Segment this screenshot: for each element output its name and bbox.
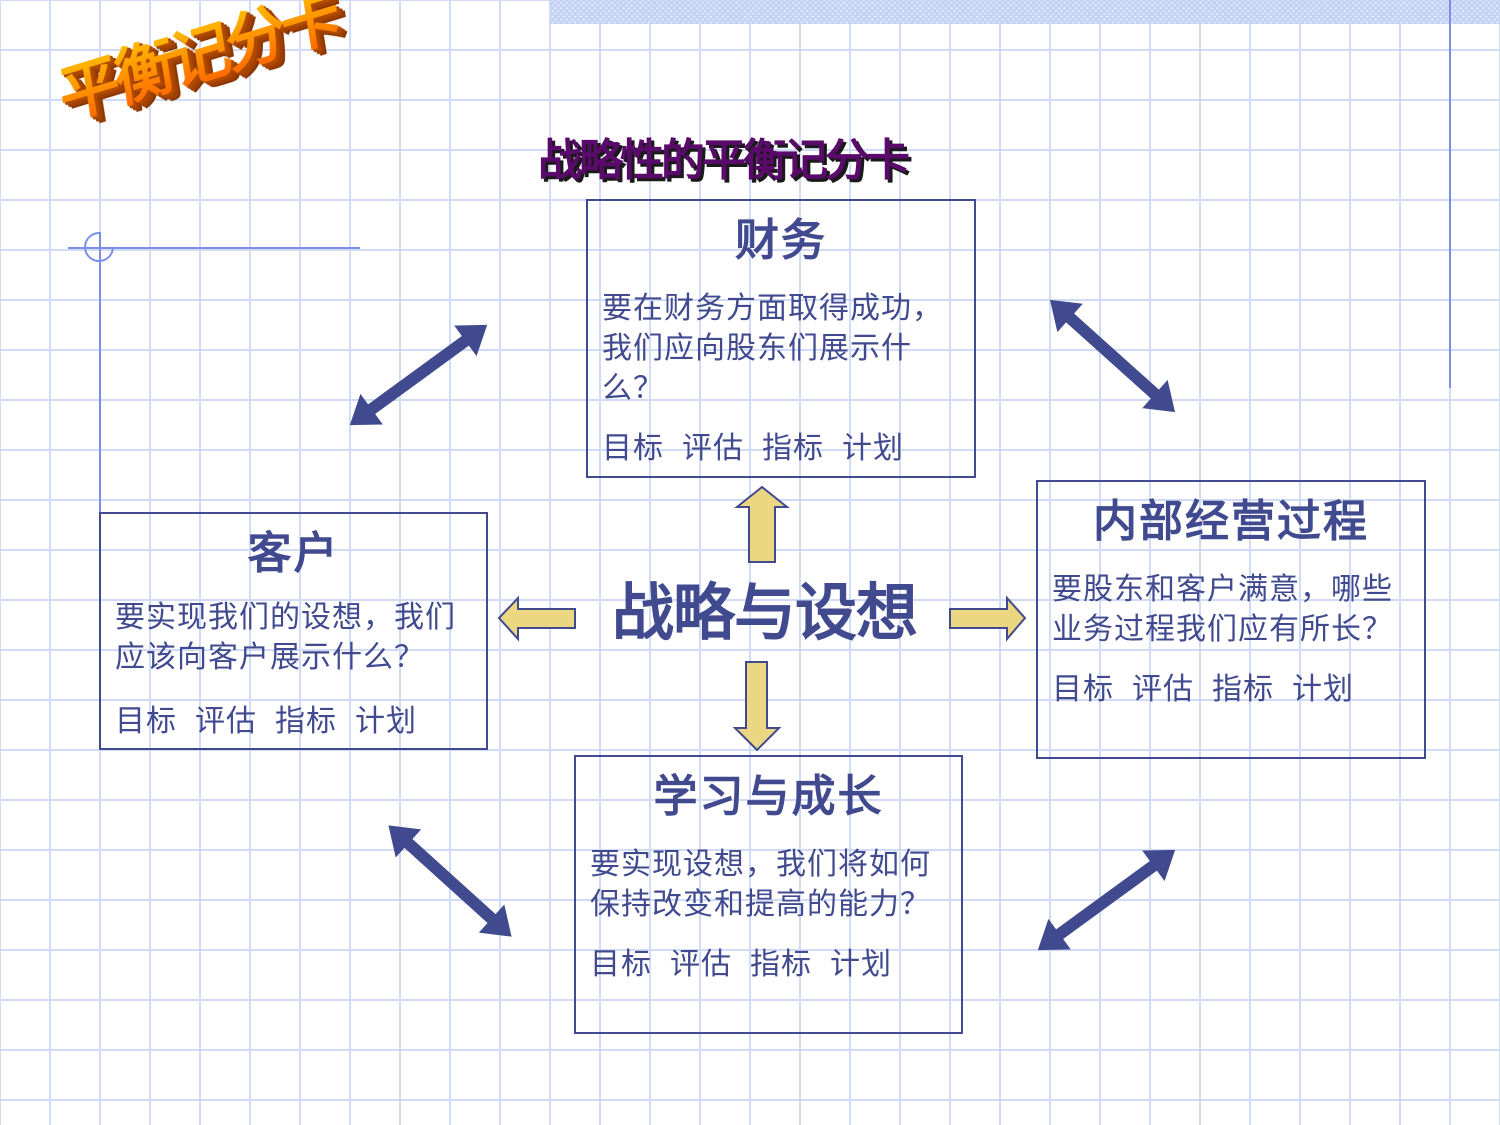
decorative-left-rule-horizontal bbox=[68, 247, 360, 249]
internal-process-question: 要股东和客户满意，哪些业务过程我们应有所长？ bbox=[1052, 572, 1393, 647]
customer-question: 要实现我们的设想，我们应该向客户展示什么？ bbox=[115, 600, 456, 675]
internal-process-metrics: 目标评估指标计划 bbox=[1038, 664, 1424, 708]
customer-metrics: 目标评估指标计划 bbox=[101, 696, 486, 740]
arrow-left-icon bbox=[497, 595, 576, 642]
metric-goal: 目标 bbox=[602, 431, 664, 466]
metric-indicator: 指标 bbox=[275, 704, 337, 739]
metric-plan: 计划 bbox=[830, 947, 892, 982]
metric-plan: 计划 bbox=[842, 431, 904, 466]
metric-goal: 目标 bbox=[115, 704, 177, 739]
customer-title: 客户 bbox=[247, 528, 340, 579]
learning-growth-metrics: 目标评估指标计划 bbox=[576, 939, 961, 983]
double-arrow-finance-internal-icon bbox=[1049, 299, 1176, 413]
decorative-top-band bbox=[550, 0, 1500, 24]
metric-goal: 目标 bbox=[1052, 672, 1114, 707]
metric-plan: 计划 bbox=[355, 704, 417, 739]
metric-indicator: 指标 bbox=[1212, 672, 1274, 707]
finance-question: 要在财务方面取得成功，我们应向股东们展示什么？ bbox=[602, 291, 943, 406]
metric-evaluation: 评估 bbox=[670, 947, 732, 982]
customer-perspective-box: 客户 要实现我们的设想，我们应该向客户展示什么？ 目标评估指标计划 bbox=[99, 512, 488, 750]
decorative-left-rule-vertical bbox=[99, 232, 101, 512]
page-title: 战略性的平衡记分卡 bbox=[538, 135, 910, 186]
finance-metrics: 目标评估指标计划 bbox=[588, 423, 974, 467]
metric-indicator: 指标 bbox=[762, 431, 824, 466]
metric-evaluation: 评估 bbox=[682, 431, 744, 466]
metric-evaluation: 评估 bbox=[1132, 672, 1194, 707]
learning-growth-question: 要实现设想，我们将如何保持改变和提高的能力？ bbox=[590, 847, 931, 922]
internal-process-perspective-box: 内部经营过程 要股东和客户满意，哪些业务过程我们应有所长？ 目标评估指标计划 bbox=[1036, 480, 1426, 759]
finance-perspective-box: 财务 要在财务方面取得成功，我们应向股东们展示什么？ 目标评估指标计划 bbox=[586, 199, 976, 478]
double-arrow-internal-learning-icon bbox=[1037, 849, 1176, 951]
arrow-up-icon bbox=[734, 485, 790, 563]
learning-growth-perspective-box: 学习与成长 要实现设想，我们将如何保持改变和提高的能力？ 目标评估指标计划 bbox=[574, 755, 963, 1034]
metric-goal: 目标 bbox=[590, 947, 652, 982]
strategy-vision-label: 战略与设想 bbox=[612, 576, 918, 649]
metric-evaluation: 评估 bbox=[195, 704, 257, 739]
double-arrow-customer-learning-icon bbox=[388, 825, 512, 937]
learning-growth-title: 学习与成长 bbox=[653, 771, 884, 822]
internal-process-title: 内部经营过程 bbox=[1093, 496, 1369, 547]
arrow-down-icon bbox=[732, 661, 782, 752]
decorative-right-rule bbox=[1449, 0, 1451, 388]
arrow-right-icon bbox=[949, 595, 1027, 642]
metric-indicator: 指标 bbox=[750, 947, 812, 982]
double-arrow-finance-customer-icon bbox=[349, 324, 488, 426]
finance-title: 财务 bbox=[735, 215, 827, 266]
metric-plan: 计划 bbox=[1292, 672, 1354, 707]
